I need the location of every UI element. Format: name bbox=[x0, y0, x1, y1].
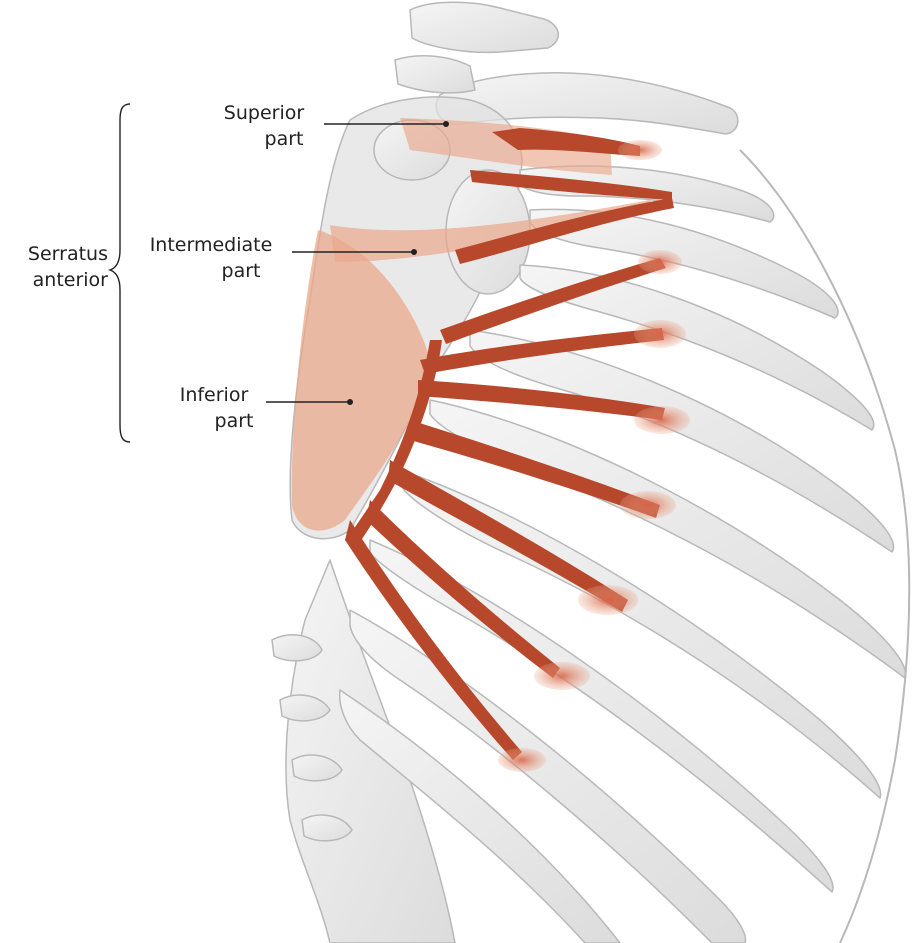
insertion-spot-7 bbox=[534, 662, 590, 690]
inferior-label-line2: part bbox=[162, 408, 266, 434]
serratus-label-line2: anterior bbox=[8, 267, 108, 293]
superior-label-line2: part bbox=[204, 126, 324, 152]
intermediate-part-label: Intermediate part bbox=[130, 232, 292, 284]
inferior-label-line1: Inferior bbox=[162, 382, 266, 408]
insertion-spot-1 bbox=[618, 140, 662, 160]
superior-part-label: Superior part bbox=[204, 100, 324, 152]
leader-dot-superior bbox=[443, 121, 449, 127]
insertion-spot-2 bbox=[638, 250, 682, 274]
leader-dot-intermediate bbox=[411, 249, 417, 255]
upper-vertebrae bbox=[395, 56, 475, 93]
intermediate-label-line2: part bbox=[130, 258, 292, 284]
insertion-spot-6 bbox=[578, 585, 638, 615]
inferior-part-label: Inferior part bbox=[162, 382, 266, 434]
insertion-spot-3 bbox=[634, 320, 686, 348]
insertion-spot-8 bbox=[498, 748, 546, 772]
vertebral-column bbox=[286, 560, 455, 943]
insertion-spot-5 bbox=[620, 491, 676, 519]
serratus-anterior-label: Serratus anterior bbox=[8, 241, 108, 293]
superior-label-line1: Superior bbox=[204, 100, 324, 126]
intermediate-label-line1: Intermediate bbox=[130, 232, 292, 258]
leader-dot-inferior bbox=[347, 399, 353, 405]
serratus-bracket bbox=[110, 104, 130, 442]
cervical-vertebra bbox=[410, 2, 558, 52]
insertion-spot-4 bbox=[634, 406, 690, 434]
serratus-label-line1: Serratus bbox=[8, 241, 108, 267]
